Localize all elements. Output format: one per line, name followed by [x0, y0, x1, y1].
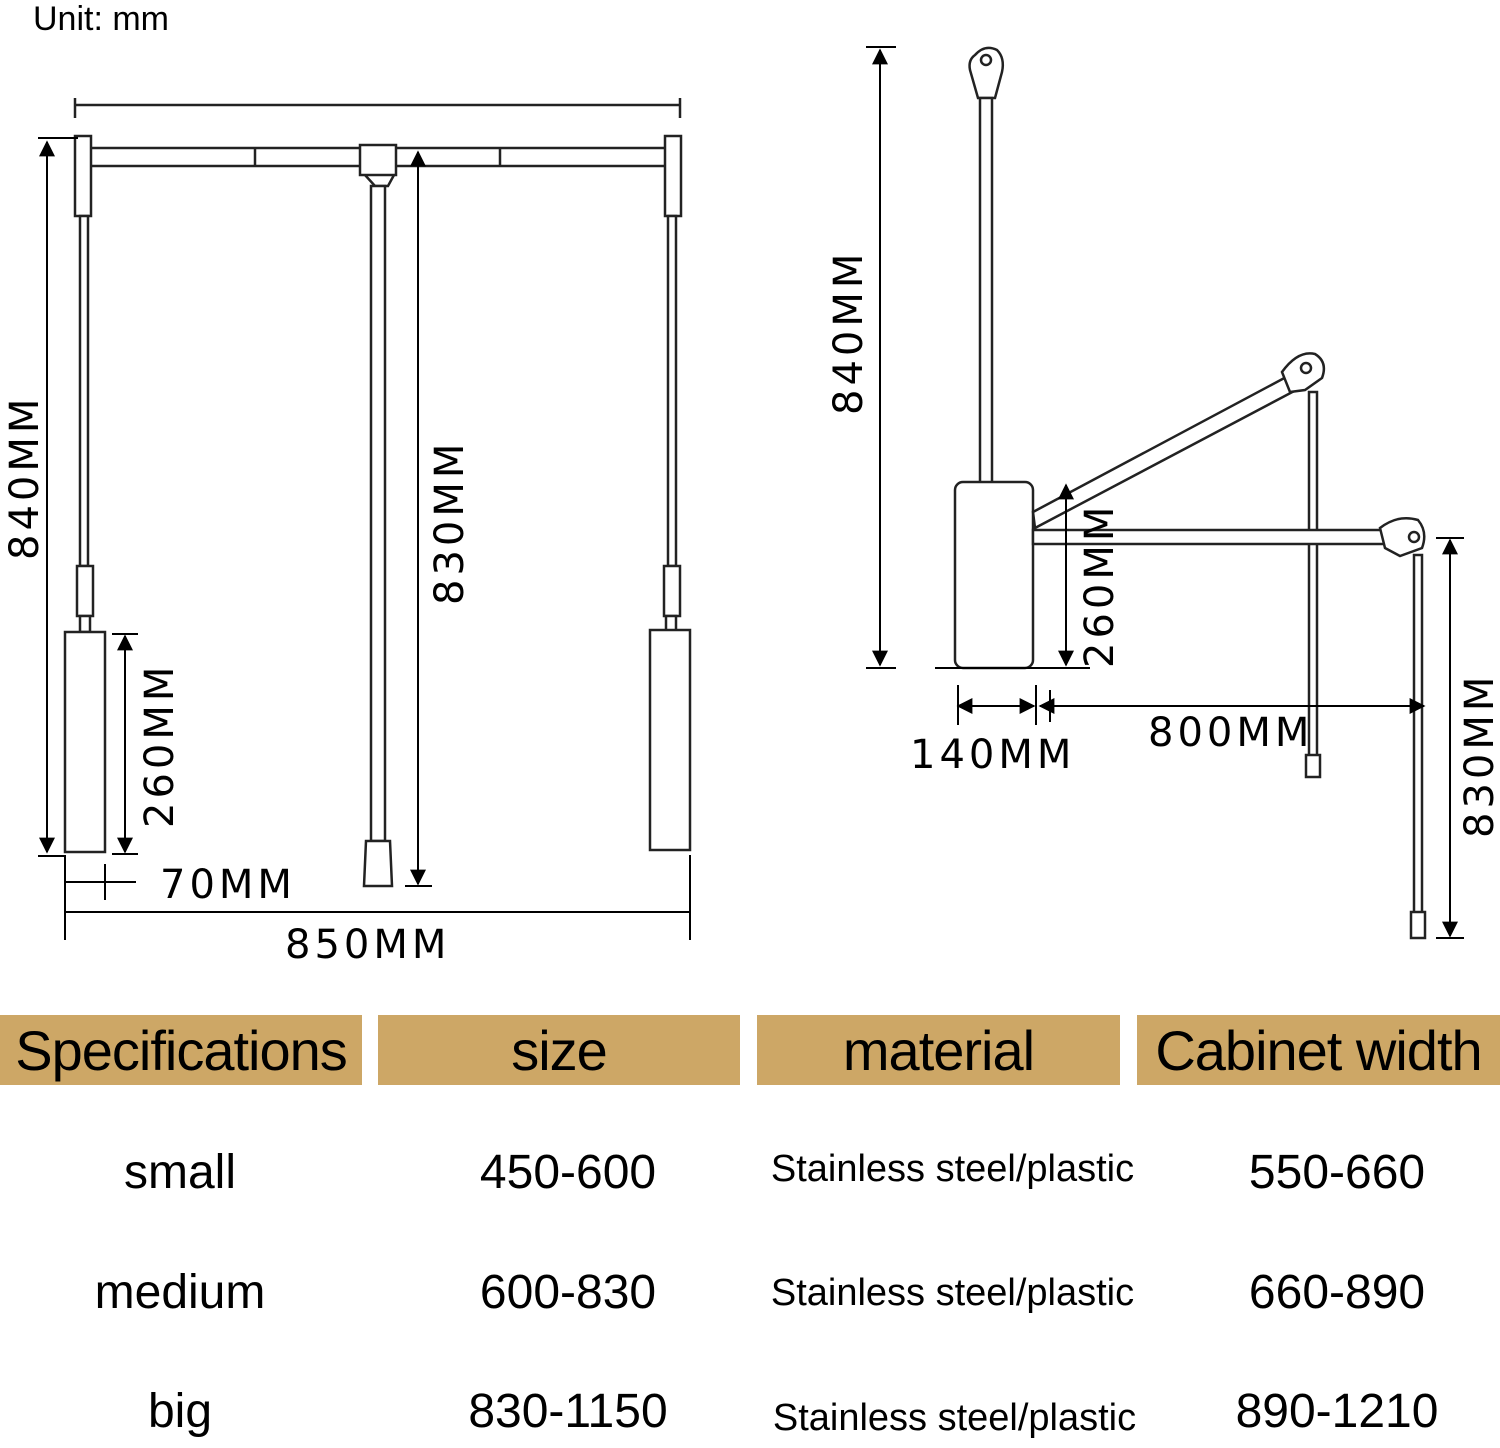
side-dimensions — [866, 46, 1464, 939]
header-size: size — [378, 1015, 740, 1085]
side-reach-label: 800MM — [1148, 710, 1313, 756]
side-view — [953, 46, 1427, 940]
side-depth-label: 140MM — [910, 732, 1075, 778]
front-inner-height-label: 830MM — [427, 440, 473, 605]
front-total-width-label: 850MM — [285, 922, 450, 968]
header-specifications: Specifications — [0, 1015, 362, 1085]
row-big-spec: big — [147, 1385, 213, 1438]
front-view — [63, 98, 692, 888]
row-medium-material: Stainless steel/plastic — [770, 1272, 1135, 1314]
row-small-spec: small — [123, 1146, 236, 1199]
row-big-material: Stainless steel/plastic — [772, 1397, 1137, 1439]
header-material: material — [757, 1015, 1120, 1085]
unit-label: Unit: mm — [33, 0, 169, 38]
row-small-cabinet: 550-660 — [1248, 1146, 1426, 1199]
row-medium-spec: medium — [94, 1266, 266, 1319]
row-medium-cabinet: 660-890 — [1248, 1266, 1426, 1319]
front-dimensions — [38, 137, 691, 940]
header-cabinet-width: Cabinet width — [1137, 1015, 1500, 1085]
front-case-height-label: 260MM — [137, 663, 183, 828]
side-drop-label: 830MM — [1457, 673, 1500, 838]
side-height-label: 840MM — [826, 250, 872, 415]
row-big-size: 830-1150 — [468, 1385, 668, 1438]
side-case-height-label: 260MM — [1077, 503, 1123, 668]
front-case-width-label: 70MM — [160, 862, 296, 908]
front-height-label: 840MM — [2, 395, 48, 560]
row-big-cabinet: 890-1210 — [1235, 1385, 1439, 1438]
row-small-size: 450-600 — [479, 1146, 657, 1199]
row-small-material: Stainless steel/plastic — [770, 1148, 1135, 1190]
row-medium-size: 600-830 — [479, 1266, 657, 1319]
pull-down-rail-diagram: 840MM 830MM 260MM 70MM 850MM — [2, 46, 1500, 968]
